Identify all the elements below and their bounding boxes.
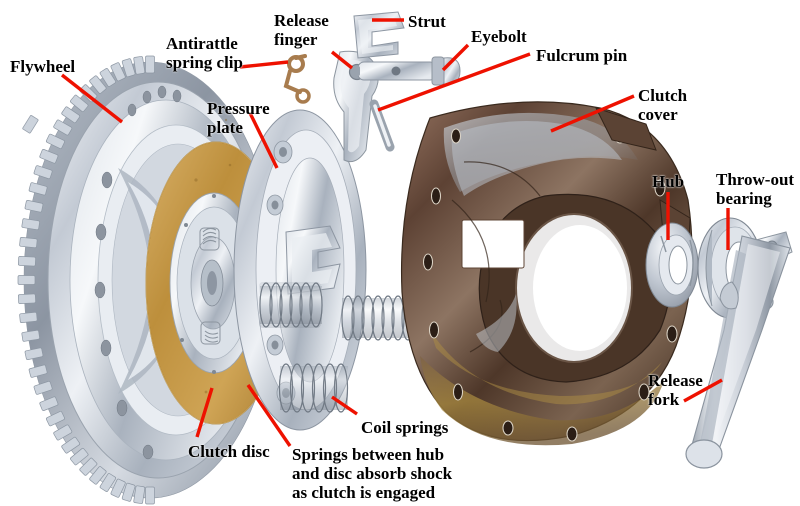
label-release-finger-line-2: finger (274, 30, 318, 49)
label-pressure-plate-line-2: plate (207, 118, 243, 137)
label-flywheel: Flywheel (10, 57, 75, 76)
label-release-fork-line-2: fork (648, 390, 680, 409)
label-hub-line-1: Hub (652, 172, 685, 191)
hub-part (645, 222, 699, 308)
leader-release-fork (683, 378, 723, 403)
strut-part (353, 11, 405, 59)
leader-clutch-cover (550, 94, 635, 133)
label-clutch-disc-line-1: Clutch disc (188, 442, 270, 461)
leader-coil-springs (331, 395, 358, 416)
label-antirattle-line-2: spring clip (166, 53, 243, 72)
label-eyebolt: Eyebolt (471, 27, 527, 46)
label-eyebolt-line-1: Eyebolt (471, 27, 527, 46)
label-throwout-line-1: Throw-out (716, 170, 795, 189)
label-coil-springs-line-1: Coil springs (361, 418, 449, 437)
leader-release-finger (330, 50, 354, 70)
leader-antirattle (239, 60, 289, 69)
label-flywheel-line-1: Flywheel (10, 57, 76, 76)
clutch-cover-part (400, 101, 693, 446)
leader-clutch-disc (195, 387, 214, 438)
label-strut-line-1: Strut (408, 12, 446, 31)
label-clutch-cover-line-1: Clutch (638, 86, 688, 105)
label-fulcrum-pin: Fulcrum pin (536, 46, 627, 65)
leader-spring-note (246, 384, 292, 447)
label-release-finger-line-1: Release (274, 11, 329, 30)
label-fulcrum-pin-line-1: Fulcrum pin (536, 46, 628, 65)
leader-pressure-plate (248, 112, 279, 169)
label-strut: Strut (408, 12, 446, 31)
label-spring-note-line-3: as clutch is engaged (292, 483, 436, 502)
label-antirattle-line-1: Antirattle (166, 34, 238, 53)
label-spring-note-line-1: Springs between hub (292, 445, 445, 464)
label-release-fork-line-1: Release (648, 371, 703, 390)
release-fork-part (685, 235, 791, 469)
label-clutch-disc: Clutch disc (188, 442, 270, 461)
leader-fulcrum-pin (377, 52, 531, 112)
label-coil-springs: Coil springs (361, 418, 448, 437)
fulcrum-pin-part (369, 99, 395, 152)
label-clutch-cover-line-2: cover (638, 105, 678, 124)
leader-eyebolt (441, 43, 470, 72)
label-pressure-plate-line-1: Pressure (207, 99, 270, 118)
label-throwout-line-2: bearing (716, 189, 772, 208)
leader-flywheel (60, 73, 124, 124)
pressure-plate-part (233, 109, 367, 431)
label-hub: Hub (652, 172, 684, 191)
label-spring-note-line-2: and disc absorb shock (292, 464, 453, 483)
antirattle-spring-clip-part (283, 54, 311, 104)
